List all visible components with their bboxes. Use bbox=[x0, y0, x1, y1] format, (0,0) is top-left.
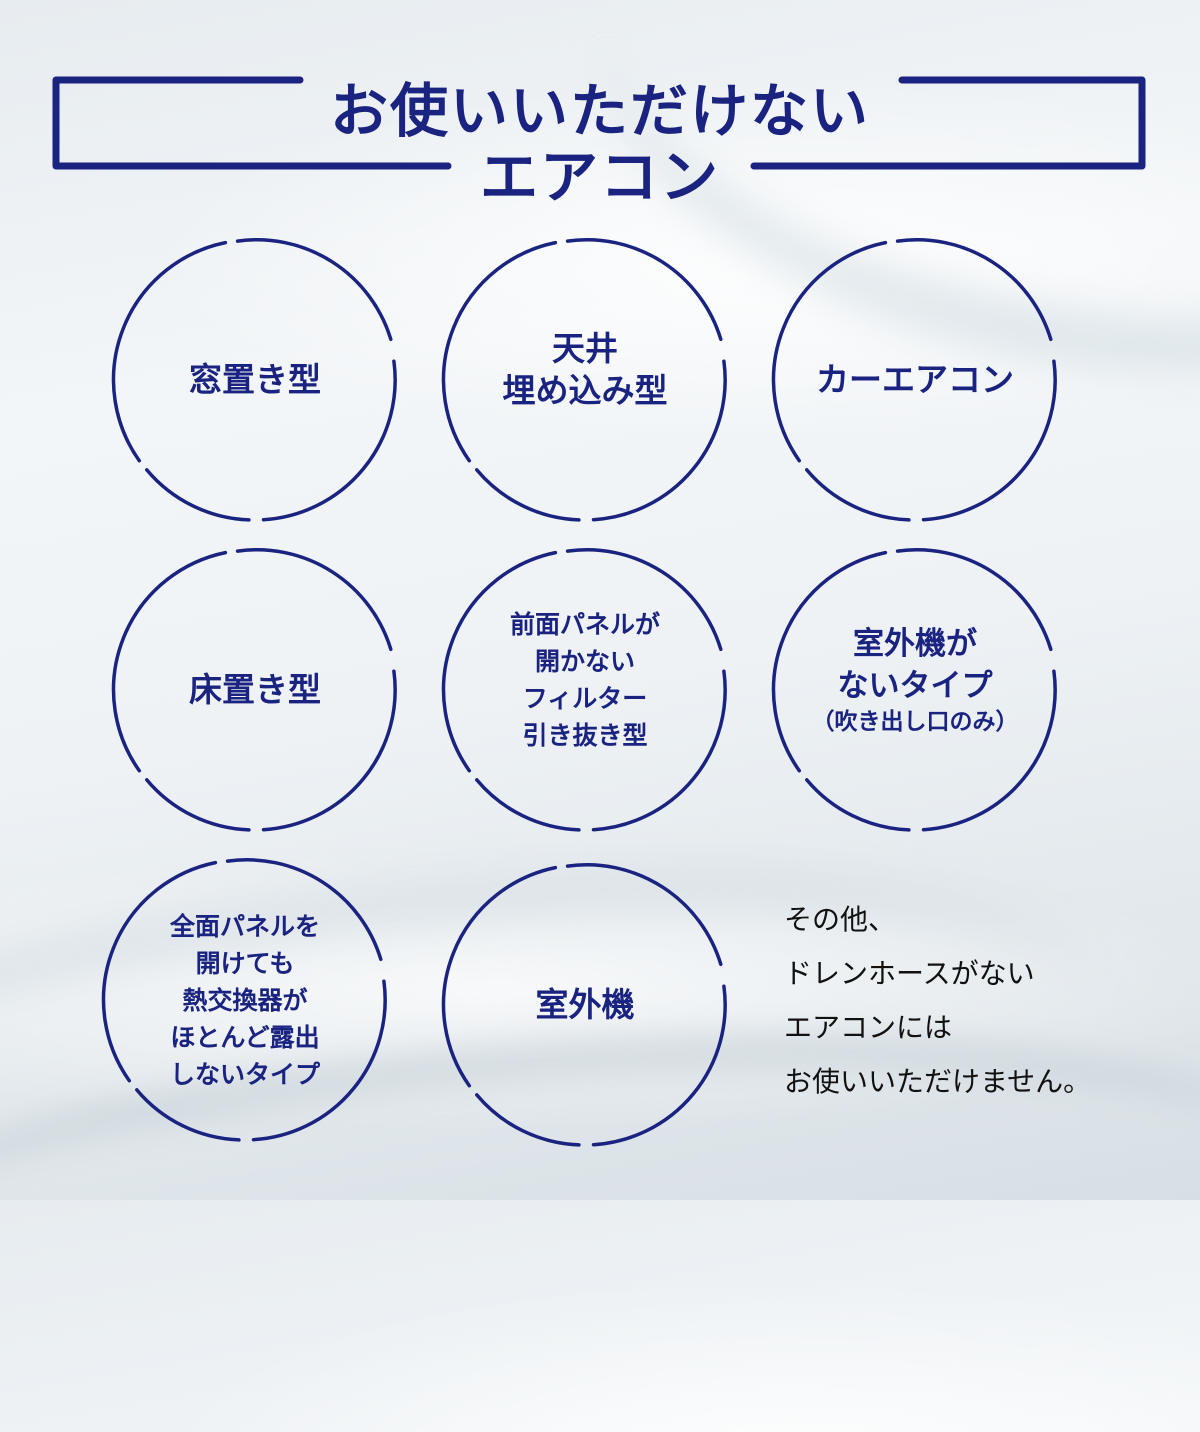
item-label: 窓置き型 bbox=[110, 235, 400, 525]
item-ceiling-embedded: 天井 埋め込み型 bbox=[440, 235, 730, 525]
dashed-circle-icon bbox=[111, 548, 397, 832]
note-line: お使いいただけません。 bbox=[784, 1065, 1092, 1098]
item-floor-type: 床置き型 bbox=[110, 545, 400, 835]
item-car-aircon: カーエアコン bbox=[770, 235, 1060, 525]
item-label-line: 埋め込み型 bbox=[502, 371, 668, 410]
item-label-line: 熱交換器が bbox=[182, 985, 308, 1015]
item-label-line: 窓置き型 bbox=[189, 360, 321, 399]
item-label-line: 室外機が bbox=[853, 626, 977, 662]
dashed-circle-icon bbox=[771, 238, 1057, 522]
item-label: 前面パネルが 開かない フィルター 引き抜き型 bbox=[440, 545, 730, 835]
item-label: 全面パネルを 開けても 熱交換器が ほとんど露出 しないタイプ bbox=[100, 855, 390, 1145]
item-label-line: フィルター bbox=[522, 684, 648, 713]
item-label-line: 全面パネルを bbox=[169, 911, 320, 941]
dashed-circle-icon bbox=[101, 858, 387, 1142]
page-subtitle: エアコン bbox=[479, 143, 720, 211]
dashed-circle-icon bbox=[441, 238, 727, 522]
item-label-line: しないタイプ bbox=[169, 1059, 320, 1089]
item-label-line: 開けても bbox=[195, 948, 295, 978]
note-text: その他、 ドレンホースがない エアコンには お使いいただけません。 bbox=[784, 893, 1091, 1109]
item-label-line: 前面パネルが bbox=[509, 610, 660, 639]
item-label-line: ないタイプ bbox=[837, 668, 993, 704]
dashed-circle-icon bbox=[771, 548, 1057, 832]
item-no-outdoor-unit: 室外機が ないタイプ （吹き出し口のみ） bbox=[770, 545, 1060, 835]
item-label-line: ほとんど露出 bbox=[170, 1022, 320, 1052]
dashed-circle-icon bbox=[111, 238, 397, 522]
page-title: お使いいただけない bbox=[329, 77, 870, 145]
item-outdoor-unit: 室外機 bbox=[440, 860, 730, 1150]
dashed-circle-icon bbox=[441, 548, 727, 832]
note-line: ドレンホースがない bbox=[784, 957, 1035, 990]
item-label-line: カーエアコン bbox=[816, 360, 1014, 399]
item-label: カーエアコン bbox=[770, 235, 1060, 525]
item-label-line: 床置き型 bbox=[189, 670, 321, 709]
item-window-type: 窓置き型 bbox=[110, 235, 400, 525]
item-label: 床置き型 bbox=[110, 545, 400, 835]
item-front-panel-filter: 前面パネルが 開かない フィルター 引き抜き型 bbox=[440, 545, 730, 835]
title-frame bbox=[52, 76, 1146, 170]
note-line: その他、 bbox=[784, 903, 897, 936]
item-heat-exchanger-hidden: 全面パネルを 開けても 熱交換器が ほとんど露出 しないタイプ bbox=[100, 855, 390, 1145]
item-label-line: 引き抜き型 bbox=[522, 721, 648, 750]
note-line: エアコンには bbox=[784, 1011, 953, 1044]
dashed-circle-icon bbox=[441, 863, 727, 1147]
item-label: 室外機 bbox=[440, 860, 730, 1150]
item-label-line: 開かない bbox=[534, 647, 635, 676]
item-label: 天井 埋め込み型 bbox=[440, 235, 730, 525]
item-label-line: 天井 bbox=[552, 329, 618, 368]
item-label: 室外機が ないタイプ （吹き出し口のみ） bbox=[770, 545, 1060, 835]
item-label-note: （吹き出し口のみ） bbox=[811, 709, 1019, 735]
item-label-line: 室外機 bbox=[535, 985, 635, 1024]
